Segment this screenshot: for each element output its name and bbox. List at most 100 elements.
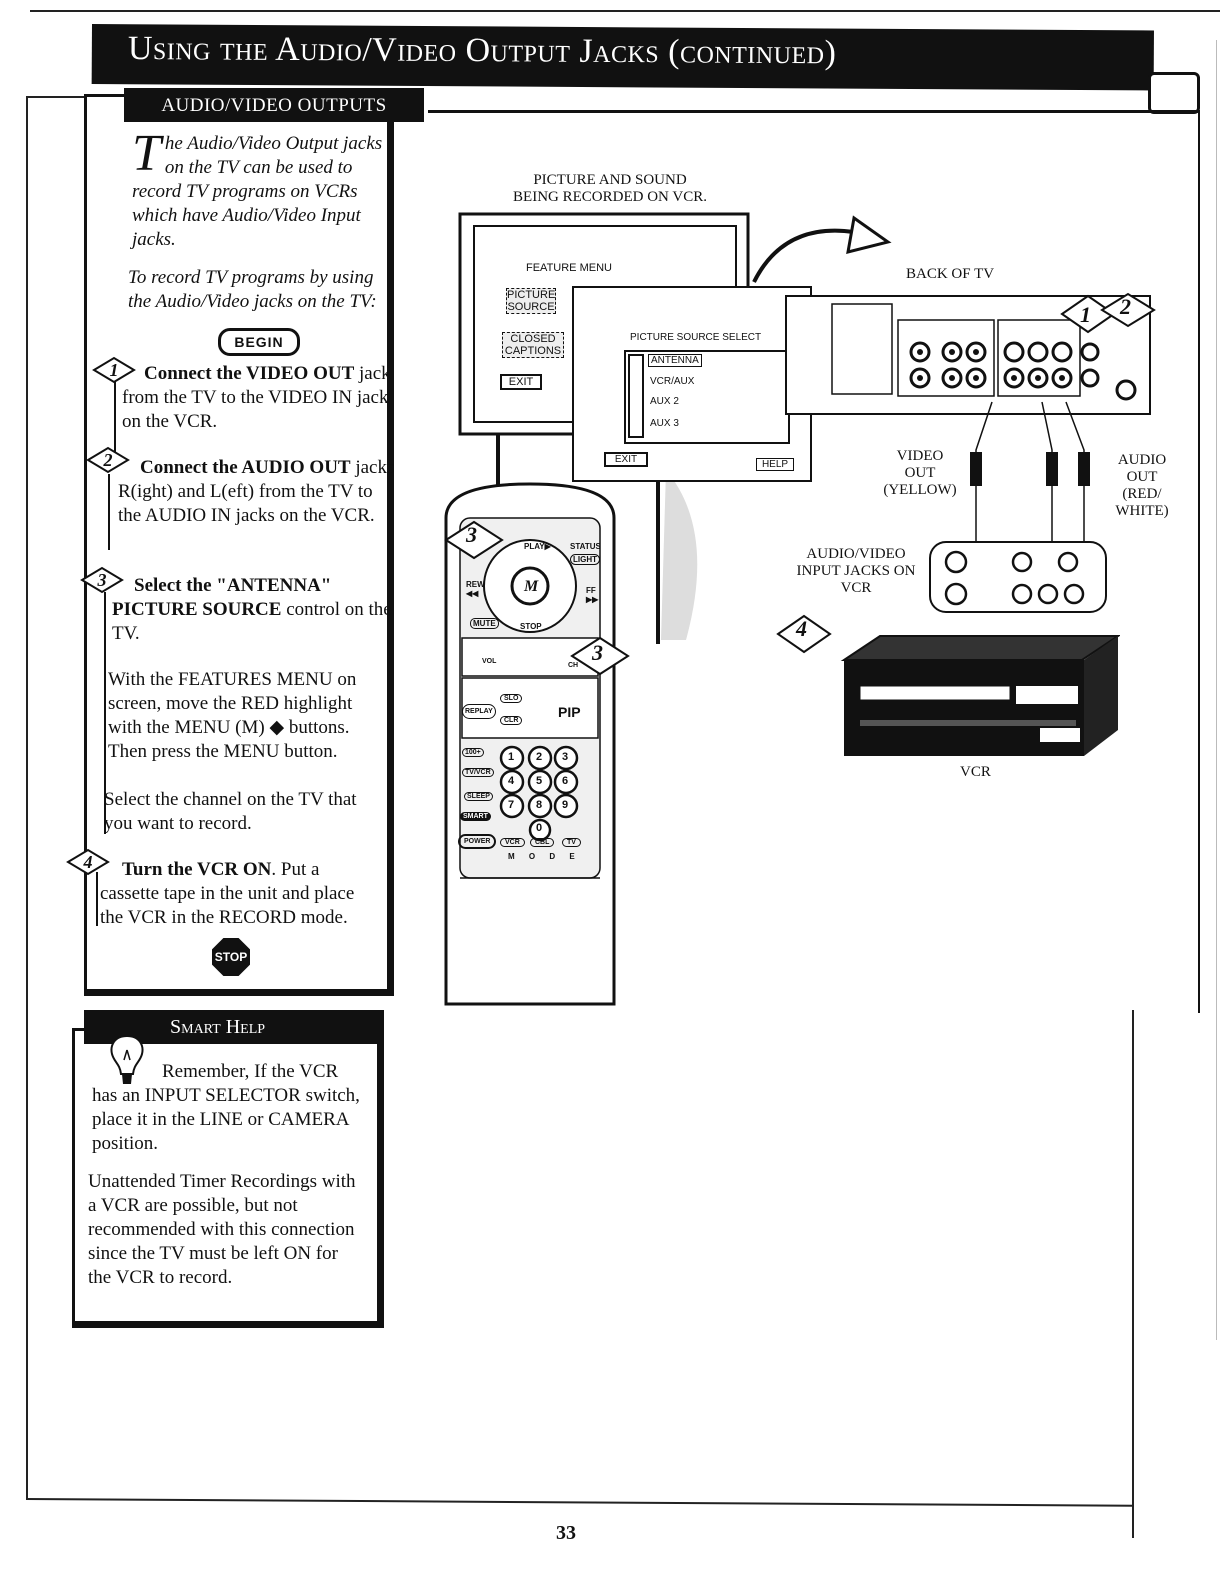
diamond-icon (86, 446, 130, 474)
step-3-title: Select the "ANTENNA" PICTURE SOURCE (112, 575, 332, 620)
submenu-help: HELP (756, 458, 794, 471)
intro-paragraph-2: To record TV programs by using the Audio… (128, 267, 377, 312)
av-input-label: AUDIO/VIDEO INPUT JACKS ON VCR (796, 546, 916, 596)
step-4-title: Turn the VCR ON (122, 859, 272, 880)
remote-digit-1[interactable]: 1 (508, 751, 515, 763)
remote-pip-label: PIP (558, 704, 581, 720)
remote-tv-mode-button[interactable]: TV (562, 838, 581, 847)
right-frame-rule (1132, 1010, 1134, 1538)
source-options-box (624, 350, 790, 444)
tv-corner-icon (1148, 72, 1200, 114)
step-4-rule (96, 872, 98, 926)
video-out-label: VIDEO OUT (YELLOW) (883, 448, 957, 498)
feature-menu-title: FEATURE MENU (526, 262, 612, 274)
step-1-text: Connect the VIDEO OUT jack from the TV t… (122, 362, 404, 434)
lightbulb-icon (110, 1034, 144, 1084)
step-4-rest: . Put a cassette tape in the unit and pl… (100, 859, 355, 928)
remote-cbl-mode-button[interactable]: CBL (530, 838, 555, 847)
marker-2-label: 2 (1120, 294, 1131, 319)
remote-control (444, 482, 616, 1006)
remote-stop-label: STOP (520, 622, 542, 631)
right-margin-rule (1216, 40, 1217, 1340)
stop-sign-icon: STOP (212, 938, 250, 976)
step-2-marker: 2 (86, 446, 130, 474)
diamond-icon (92, 356, 136, 384)
remote-replay-button[interactable]: REPLAY (462, 704, 496, 719)
menu-picture-source: PICTURE SOURCE (506, 288, 556, 314)
bottom-frame-rule (25, 1498, 1134, 1507)
remote-smart-button[interactable]: SMART (460, 812, 491, 821)
panel-header: AUDIO/VIDEO OUTPUTS (124, 88, 424, 122)
smart-help-para-1: Remember, If the VCR has an INPUT SELECT… (92, 1060, 360, 1156)
marker-3-icon (444, 520, 504, 560)
remote-sleep-button[interactable]: SLEEP (464, 792, 493, 801)
marker-4-label: 4 (796, 616, 807, 641)
page-number: 33 (556, 1522, 576, 1544)
top-rule (30, 10, 1220, 12)
step-3-text: Select the "ANTENNA" PICTURE SOURCE cont… (112, 574, 394, 646)
diamond-icon (66, 848, 110, 876)
remote-status-label: STATUS (570, 542, 601, 551)
back-of-tv-label: BACK OF TV (906, 266, 995, 282)
audio-out-label: AUDIO OUT (RED/ WHITE) (1115, 452, 1169, 519)
source-scroll-bar (628, 354, 644, 438)
step-3-detail-2: Select the channel on the TV that you wa… (104, 789, 357, 834)
remote-digit-5[interactable]: 5 (536, 775, 543, 787)
step-3-marker: 3 (80, 566, 124, 594)
remote-light-button[interactable]: LIGHT (570, 554, 600, 565)
marker-1-2-icon (1060, 292, 1156, 334)
remote-vcr-mode-button[interactable]: VCR (500, 838, 525, 847)
marker-4-icon (776, 614, 832, 654)
remote-digit-9[interactable]: 9 (562, 799, 569, 811)
remote-tvvcr-button[interactable]: TV/VCR (462, 768, 494, 777)
picture-source-select-title: PICTURE SOURCE SELECT (630, 332, 762, 343)
remote-power-button[interactable]: POWER (458, 834, 497, 849)
remote-digit-3[interactable]: 3 (562, 751, 569, 763)
remote-digit-8[interactable]: 8 (536, 799, 543, 811)
marker-3-label: 3 (466, 522, 477, 547)
curved-arrow-icon (752, 215, 892, 283)
frame-top-left-rule (26, 96, 86, 98)
menu-exit: EXIT (500, 374, 542, 390)
step-1-marker: 1 (92, 356, 136, 384)
smart-help-text-1: Remember, If the VCR has an INPUT SELECT… (92, 1061, 360, 1154)
remote-100-button[interactable]: 100+ (462, 748, 484, 757)
marker-1-label: 1 (1080, 302, 1091, 327)
remote-digit-0[interactable]: 0 (536, 822, 543, 834)
option-aux-2: AUX 2 (650, 396, 679, 407)
remote-rew-label: REW ◀◀ (466, 580, 485, 598)
remote-digit-4[interactable]: 4 (508, 775, 515, 787)
option-antenna: ANTENNA (648, 354, 702, 367)
page-title: Using the Audio/Video Output Jacks (cont… (127, 30, 837, 72)
step-2-title: Connect the AUDIO OUT (140, 457, 351, 478)
step-3-rest: control on the TV. (112, 599, 392, 644)
remote-clr-button[interactable]: CLR (500, 716, 523, 725)
marker-3b-icon (570, 636, 630, 676)
diamond-icon (80, 566, 124, 594)
marker-3b-label: 3 (592, 640, 603, 665)
remote-mute-button[interactable]: MUTE (470, 618, 499, 629)
vcr-input-jacks (929, 541, 1107, 613)
step-1-title: Connect the VIDEO OUT (144, 363, 355, 384)
audio-video-outputs-panel (84, 94, 394, 996)
remote-ff-label: FF ▶▶ (586, 586, 599, 604)
illustration-frame (428, 110, 1200, 1013)
step-2-rule (108, 474, 110, 550)
remote-digit-6[interactable]: 6 (562, 775, 569, 787)
remote-digit-2[interactable]: 2 (536, 751, 543, 763)
step-4-marker: 4 (66, 848, 110, 876)
tv-back-panel (785, 295, 1151, 415)
step-1-rest: jack from the TV to the VIDEO IN jack on… (122, 363, 391, 432)
submenu-exit: EXIT (604, 452, 648, 467)
left-frame-rule (26, 96, 28, 1500)
remote-menu-button[interactable]: M (524, 578, 539, 595)
vcr-illustration (840, 635, 1120, 756)
remote-ch-button[interactable]: CH (568, 662, 579, 669)
step-2-text: Connect the AUDIO OUT jacks R(ight) and … (118, 456, 400, 528)
step-3-rule (104, 592, 106, 834)
remote-slo-button[interactable]: SLO (500, 694, 523, 703)
remote-vol-button[interactable]: VOL (482, 658, 497, 665)
intro-text: he Audio/Video Output jacks on the TV ca… (132, 133, 383, 250)
remote-digit-7[interactable]: 7 (508, 799, 515, 811)
option-aux-3: AUX 3 (650, 418, 679, 429)
